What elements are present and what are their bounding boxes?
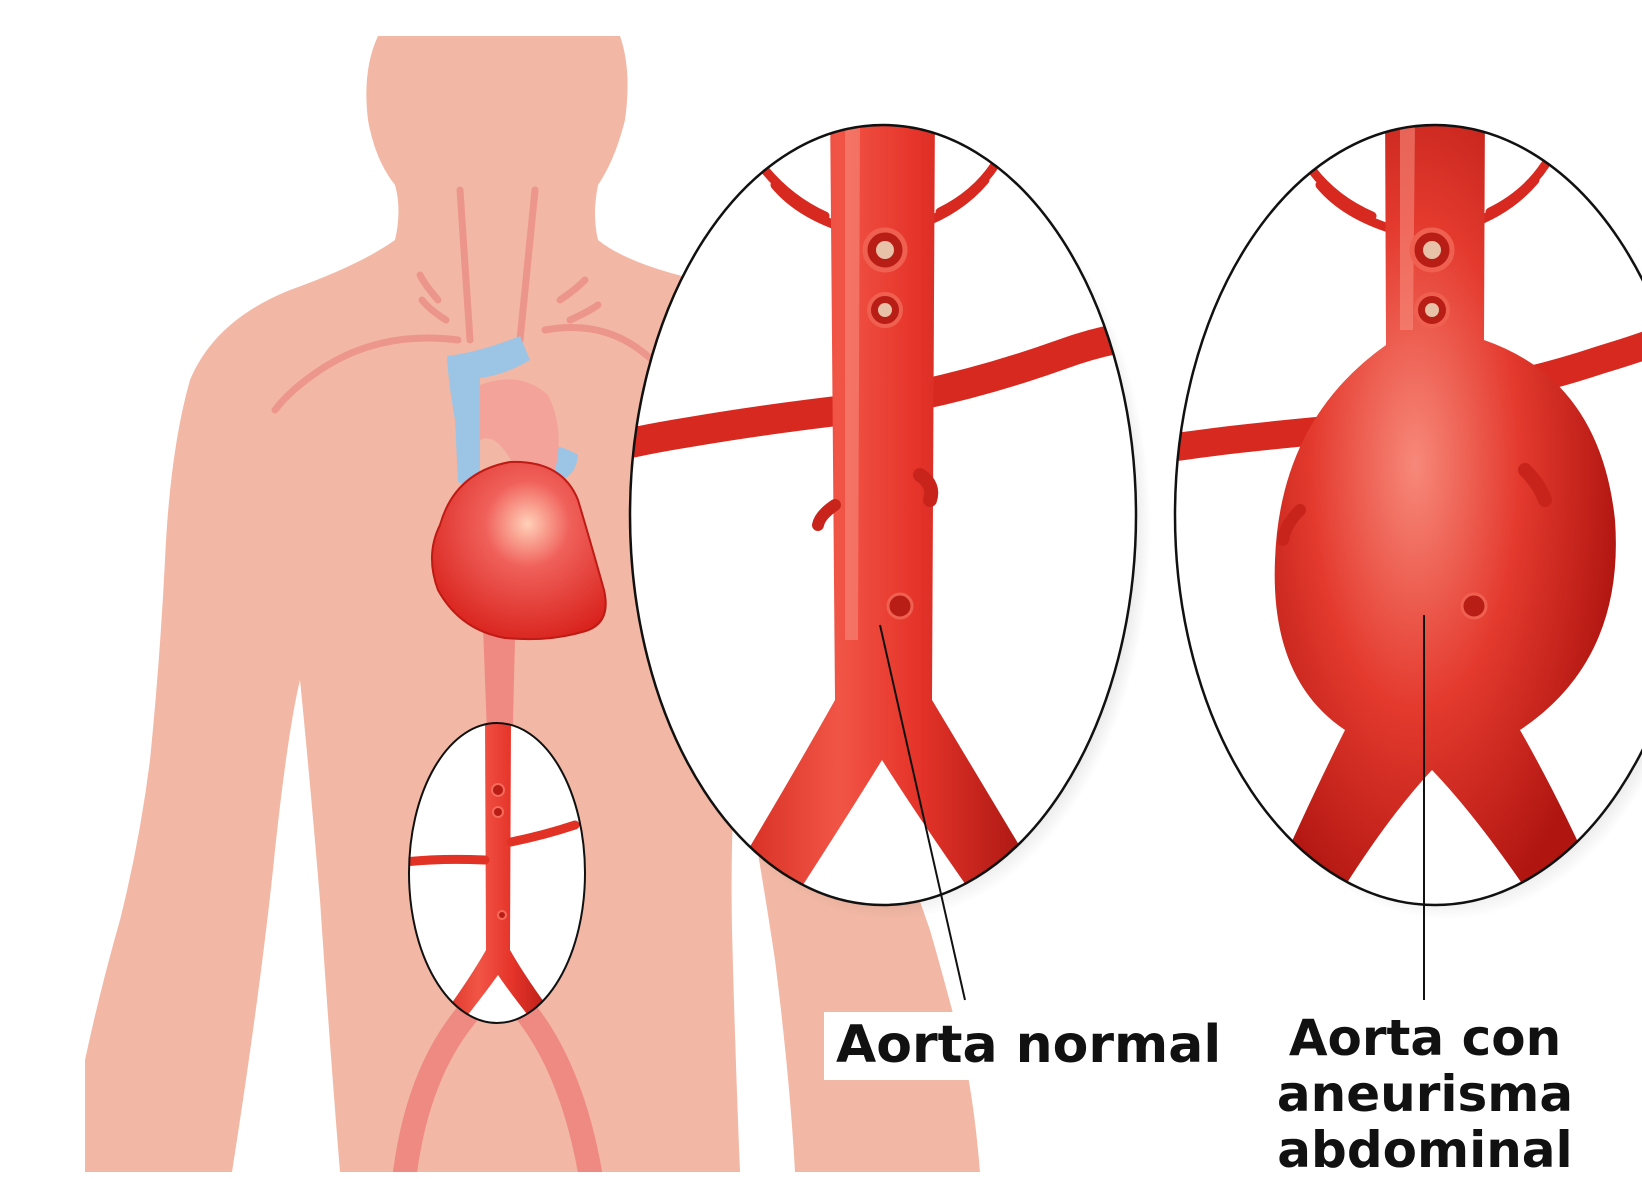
label-aorta-aneurysm: Aorta con aneurisma abdominal xyxy=(1275,1010,1575,1178)
label-aneurysm-line-3: abdominal xyxy=(1275,1122,1575,1178)
aneurysm-inset xyxy=(1170,100,1642,910)
label-aneurysm-line-1: Aorta con xyxy=(1275,1010,1575,1066)
label-aneurysm-line-2: aneurisma xyxy=(1275,1066,1575,1122)
label-aorta-normal: Aorta normal xyxy=(824,1012,1231,1080)
